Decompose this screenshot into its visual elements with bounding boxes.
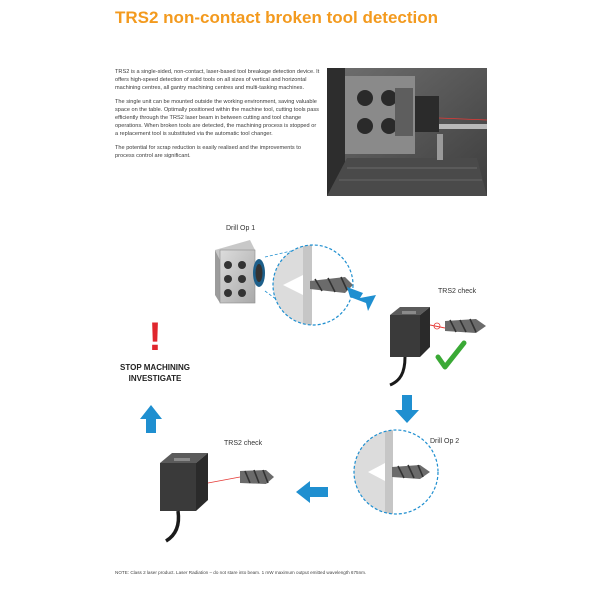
machine-photo (327, 68, 487, 196)
intro-text: TRS2 is a single-sided, non-contact, las… (115, 68, 320, 165)
drill-op2-label: Drill Op 2 (430, 438, 459, 445)
zoom-circle-op1 (264, 244, 354, 326)
laser-sensor-icon (389, 307, 446, 387)
arrow-icon (296, 481, 328, 503)
process-diagram: Drill Op 1 TRS2 check (120, 225, 486, 543)
trs2-check-bottom-label: TRS2 check (224, 440, 263, 447)
check-icon (435, 340, 467, 370)
arrow-icon (347, 287, 376, 311)
drill-bit-icon (445, 318, 486, 333)
page-title: TRS2 non-contact broken tool detection (115, 8, 439, 27)
machine-block-icon (215, 240, 265, 304)
stop-machining-text: STOP MACHINING (120, 363, 190, 372)
laser-sensor-icon (160, 453, 241, 543)
paragraph-2: The single unit can be mounted outside t… (115, 98, 319, 138)
trs2-check-right-label: TRS2 check (438, 288, 477, 295)
paragraph-1: TRS2 is a single-sided, non-contact, las… (115, 69, 320, 92)
exclamation-icon: ! (148, 315, 161, 359)
paragraph-3: The potential for scrap reduction is eas… (115, 144, 301, 159)
laser-safety-note: NOTE: Class 2 laser product. Laser Radia… (115, 570, 367, 575)
drill-op1-label: Drill Op 1 (226, 225, 255, 232)
arrow-icon (140, 405, 162, 433)
investigate-text: INVESTIGATE (129, 374, 182, 383)
zoom-circle-op2 (353, 429, 439, 515)
drill-bit-icon (240, 469, 274, 484)
arrow-icon (395, 395, 419, 423)
